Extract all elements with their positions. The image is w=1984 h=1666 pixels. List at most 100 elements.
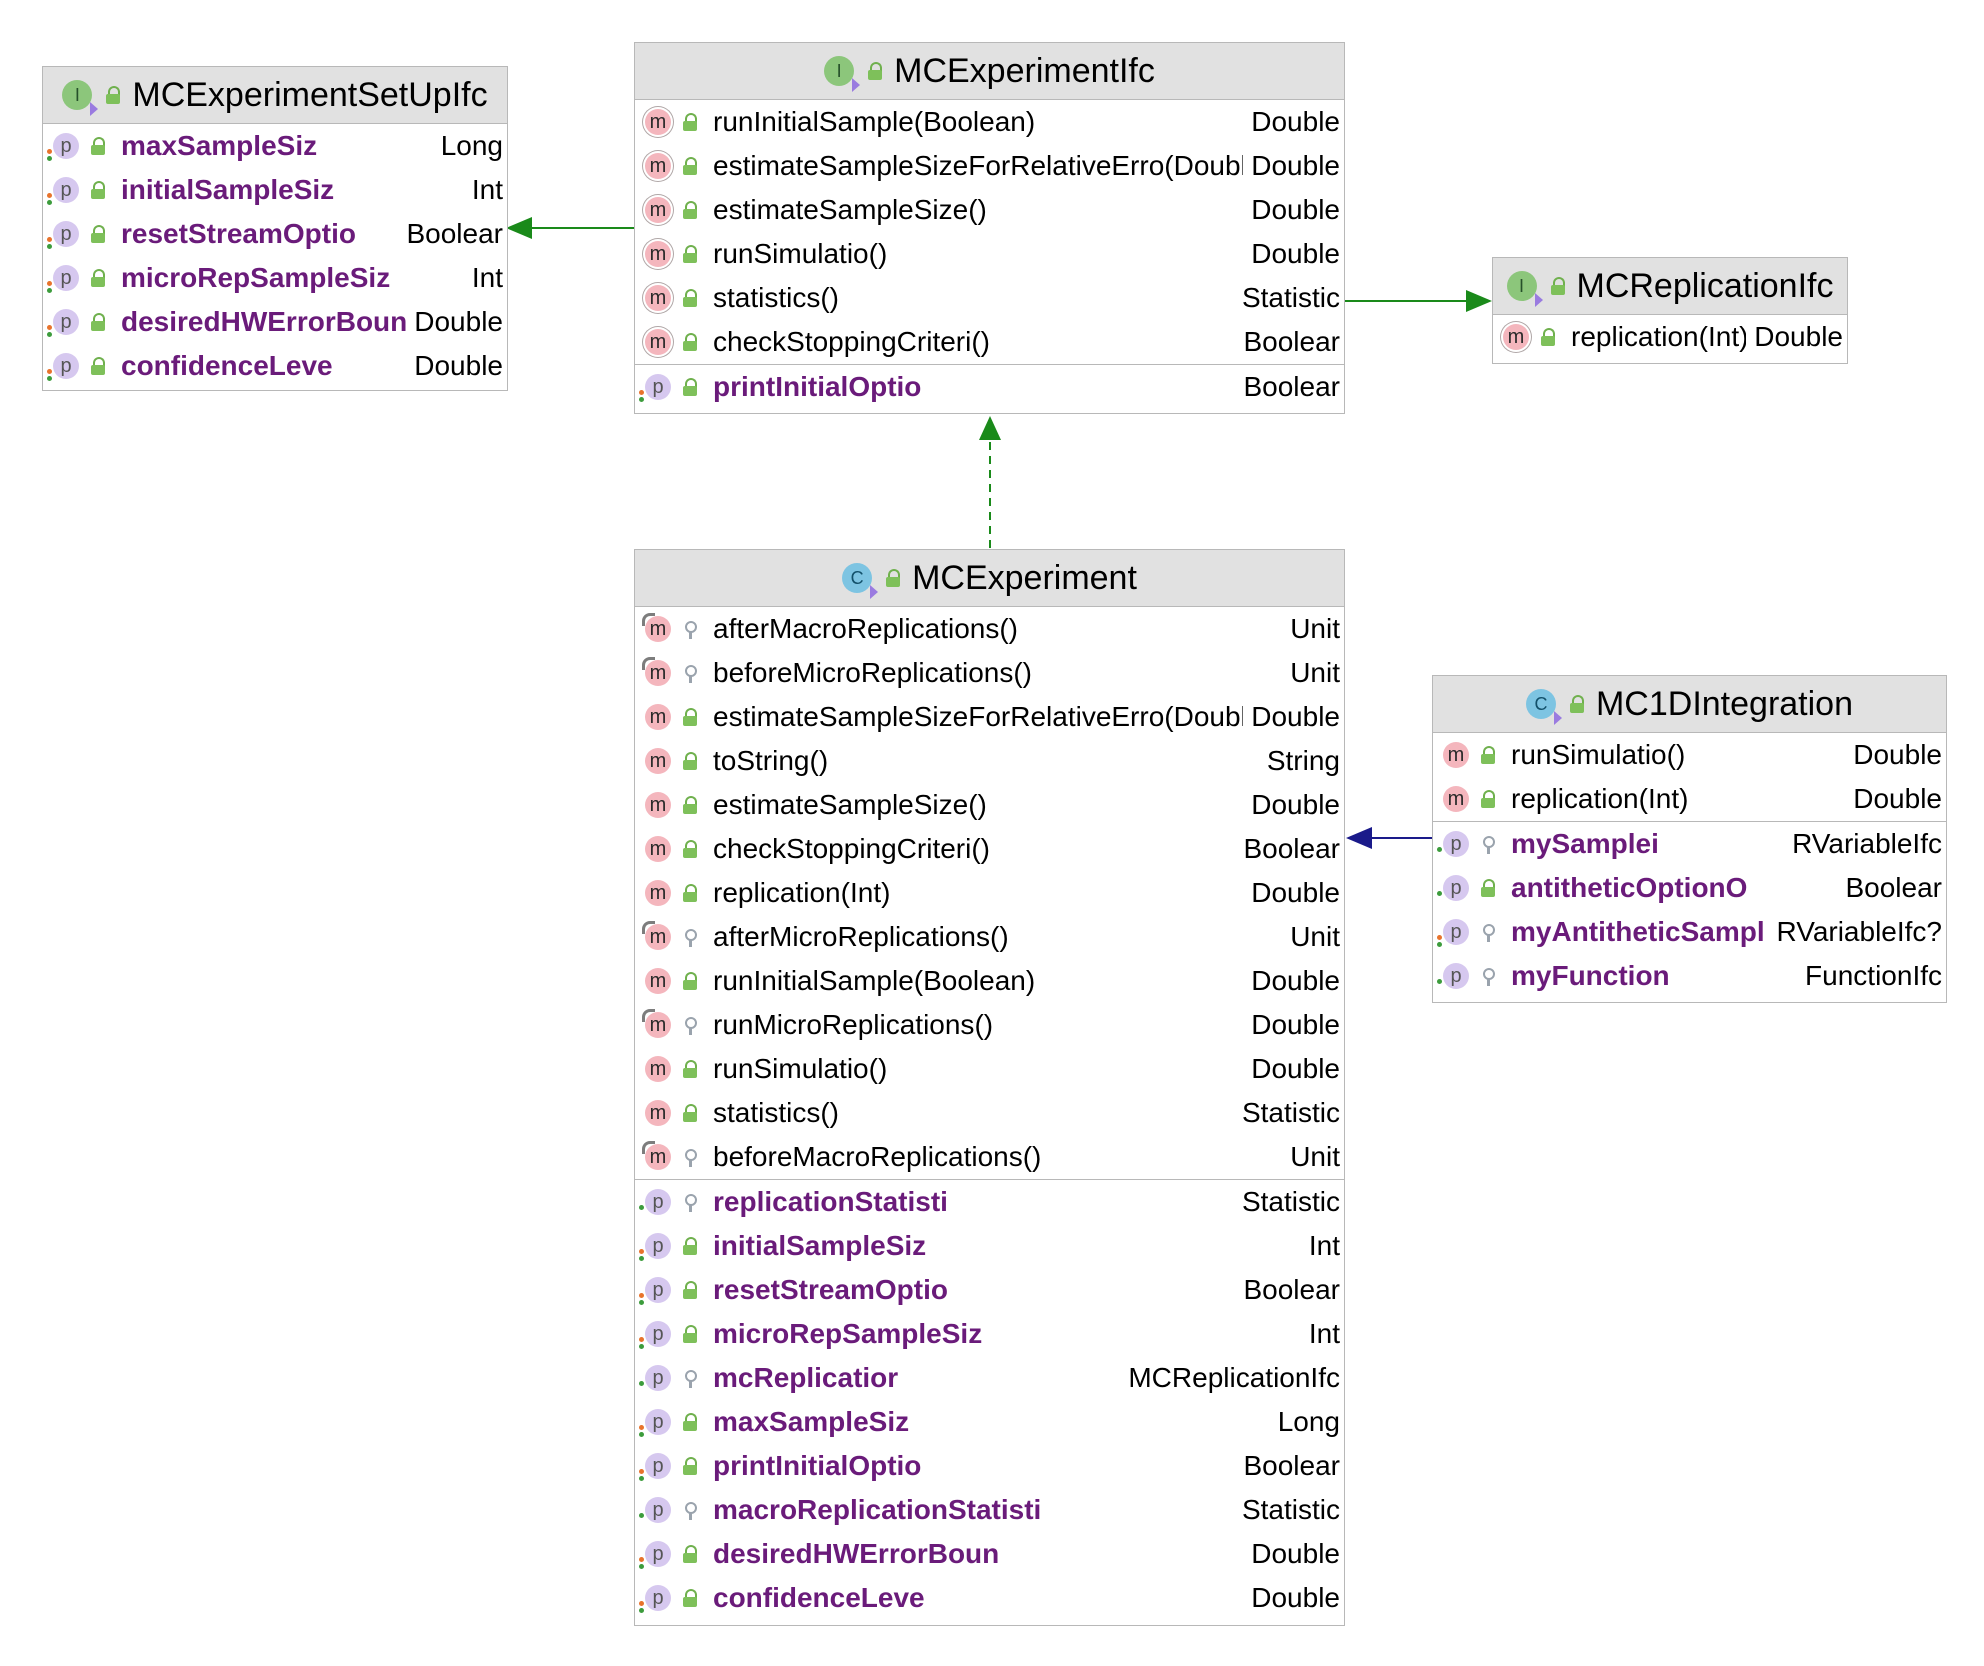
method-icon: m (645, 1056, 671, 1082)
accessor-dots-icon (639, 390, 647, 404)
property-name: desiredHWErrorBoun (713, 1538, 999, 1570)
method-name: beforeMicroReplications() (713, 657, 1032, 689)
property-name: mcReplicatior (713, 1362, 898, 1394)
public-lock-icon (683, 289, 699, 307)
abstract-method-icon: m (642, 1141, 671, 1170)
method-args: () (1013, 657, 1033, 688)
accessor-dots-icon (639, 1557, 647, 1571)
property-name: confidenceLeve (121, 350, 333, 382)
member-name-text: beforeMicroReplications (713, 657, 1014, 688)
method-args: () (809, 745, 829, 776)
method-args: (Int) (1698, 321, 1747, 352)
property-icon: p (639, 1365, 671, 1391)
property-name: maxSampleSiz (121, 130, 317, 162)
public-lock-icon (683, 1413, 699, 1431)
property-icon: p (47, 265, 79, 293)
accessor-dots-icon (47, 149, 55, 163)
public-lock-icon (1541, 328, 1557, 346)
member-name-text: runSimulatio (1511, 739, 1667, 770)
member-name-text: initialSampleSiz (713, 1230, 927, 1261)
accessor-dots-icon (47, 325, 55, 339)
member-name-text: beforeMacroReplications (713, 1141, 1023, 1172)
public-lock-icon (683, 113, 699, 131)
member-name-text: resetStreamOptio (713, 1274, 948, 1305)
member-type: Statistic (1241, 282, 1340, 313)
property-icon: p (47, 309, 79, 337)
ifc-to-replication-arrowhead (1466, 290, 1492, 312)
member-name-text: runMicroReplications (713, 1009, 975, 1040)
public-lock-icon (683, 1281, 699, 1299)
method-args: (Double) (1164, 150, 1243, 181)
kotlin-flag-icon (1534, 293, 1543, 307)
property-icon: p (1437, 919, 1469, 947)
method-args: () (820, 282, 840, 313)
property-name: printInitialOptio (713, 371, 921, 403)
public-lock-icon (683, 752, 699, 770)
member-type: Boolear (1243, 326, 1340, 357)
method-row-estimatesamplesizeforrelativeerro[interactable]: mestimateSampleSizeForRelativeErro(Doubl… (635, 144, 1344, 188)
member-name-text: microRepSampleSiz (121, 262, 391, 293)
accessor-dots-icon (639, 1425, 647, 1439)
public-lock-icon (91, 137, 107, 155)
member-name-text: replication (1511, 783, 1639, 814)
method-row-estimatesamplesizeforrelativeerro[interactable]: mestimateSampleSizeForRelativeErro(Doubl… (635, 695, 1344, 739)
member-name-text: maxSampleSiz (713, 1406, 910, 1437)
member-name-text: mySamplei (1511, 828, 1659, 859)
member-type: Boolear (406, 218, 503, 249)
accessor-dots-icon (1437, 891, 1445, 905)
public-lock-icon (1481, 790, 1497, 808)
interface-icon: I (62, 80, 99, 116)
method-args: () (971, 326, 990, 357)
public-lock-icon (91, 181, 107, 199)
member-name-text: runInitialSample (713, 965, 914, 996)
member-name-text: macroReplicationStatisti (713, 1494, 1042, 1525)
